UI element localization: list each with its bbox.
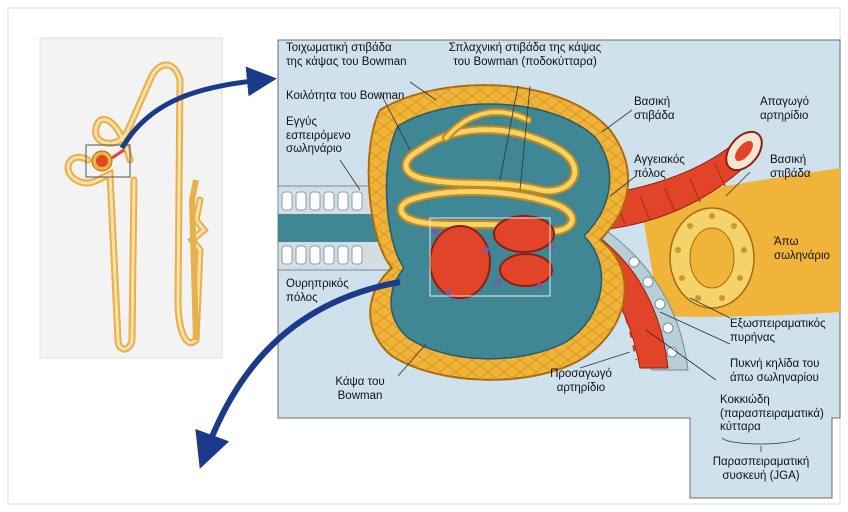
- bowman-space-label: Κοιλότητα του Bowman: [286, 90, 404, 104]
- nephron-overview: [40, 38, 222, 358]
- granular-cells-label: Κοκκιώδη(παρασπειραματικά)κύτταρα: [720, 394, 824, 435]
